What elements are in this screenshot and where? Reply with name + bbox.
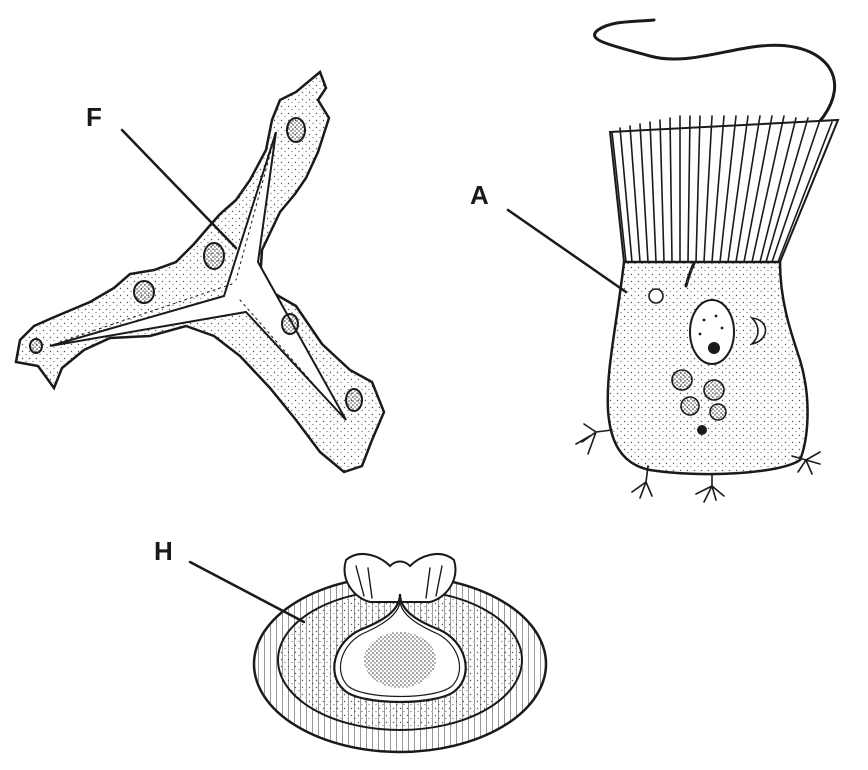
cell-body xyxy=(608,262,808,474)
food-vacuole xyxy=(672,370,692,390)
label-f: F xyxy=(86,102,102,132)
food-vacuole xyxy=(710,404,726,420)
disc-organism xyxy=(254,554,546,752)
label-h: H xyxy=(154,536,173,566)
spicule-cytoplasm xyxy=(16,72,384,472)
nucleus xyxy=(282,314,298,334)
nucleus xyxy=(134,281,154,303)
label-a: A xyxy=(470,180,489,210)
spicule-cell-organism xyxy=(16,72,384,472)
collar-cell-organism xyxy=(576,20,838,502)
nucleus xyxy=(287,118,305,142)
vacuole xyxy=(649,289,663,303)
nucleus xyxy=(30,339,42,353)
leader-line-a xyxy=(508,210,626,292)
nucleus xyxy=(346,389,362,411)
leader-line-f xyxy=(122,130,236,248)
dense-core xyxy=(364,632,436,688)
food-vacuole xyxy=(697,425,707,435)
food-vacuole xyxy=(681,397,699,415)
leader-line-h xyxy=(190,562,304,622)
food-vacuole xyxy=(704,380,724,400)
nucleus xyxy=(204,243,224,269)
cell-nucleus xyxy=(690,300,734,364)
